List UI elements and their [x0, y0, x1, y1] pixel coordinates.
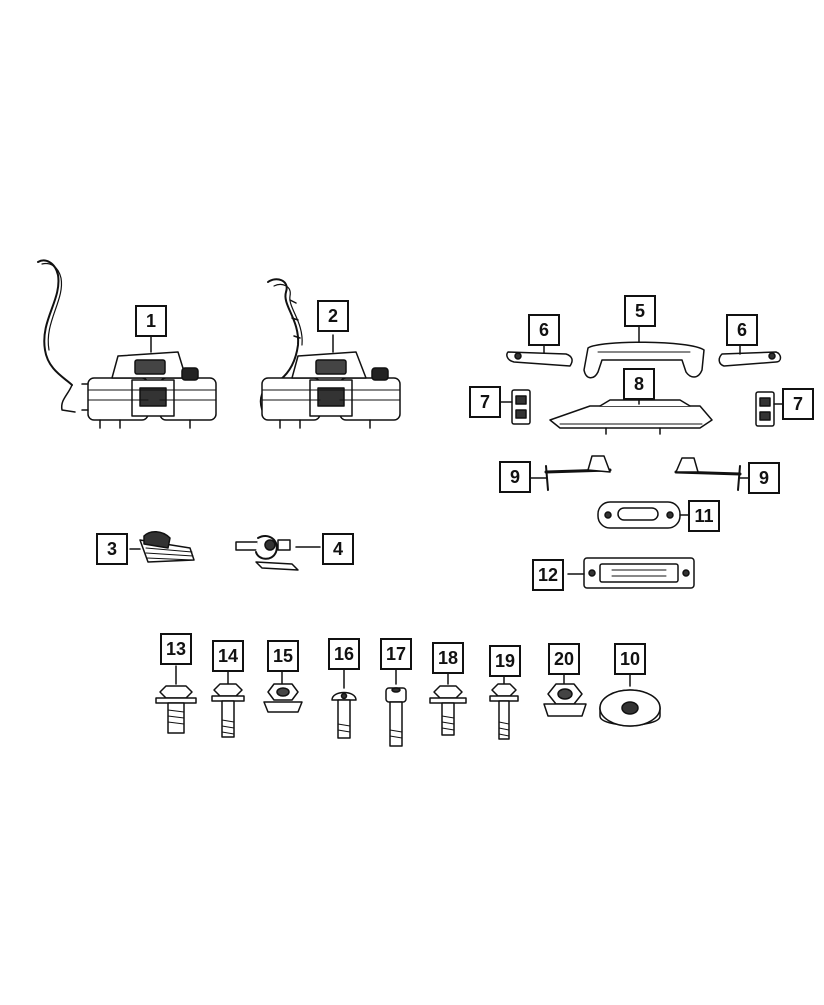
bolt-19: [489, 673, 519, 740]
winch-hook-4: [235, 534, 321, 571]
bolt-18: [429, 669, 467, 736]
fairlead-11: [597, 501, 689, 529]
callout-18: 18: [432, 642, 464, 674]
bolt-14: [211, 669, 245, 738]
callout-1: 1: [135, 305, 167, 337]
callout-7-left: 7: [469, 386, 501, 418]
callout-13: 13: [160, 633, 192, 665]
callout-2: 2: [317, 300, 349, 332]
callout-14: 14: [212, 640, 244, 672]
callout-6-right: 6: [726, 314, 758, 346]
callout-16: 16: [328, 638, 360, 670]
bracket-left-6: [506, 344, 573, 367]
callout-17: 17: [380, 638, 412, 670]
flange-bolt-13: [155, 665, 197, 734]
license-plate-bracket-12: [567, 557, 695, 589]
callout-8: 8: [623, 368, 655, 400]
callout-9-left: 9: [499, 461, 531, 493]
winch-assembly-1: [37, 259, 217, 429]
callout-3: 3: [96, 533, 128, 565]
fairlead-housing-5: [583, 325, 705, 379]
callout-10: 10: [614, 643, 646, 675]
callout-4: 4: [322, 533, 354, 565]
screw-16: [331, 669, 357, 739]
callout-7-right: 7: [782, 388, 814, 420]
callout-5: 5: [624, 295, 656, 327]
tow-strap-3: [129, 531, 195, 563]
flange-nut-20: [543, 671, 587, 717]
side-mount-left-7: [499, 389, 531, 425]
mount-rod-left-9: [529, 455, 612, 491]
bracket-right-6: [718, 344, 782, 367]
socket-bolt-17: [385, 667, 407, 747]
side-mount-right-7: [755, 391, 783, 427]
callout-6-left: 6: [528, 314, 560, 346]
winch-assembly-2: [259, 278, 401, 429]
callout-15: 15: [267, 640, 299, 672]
flange-nut-15: [263, 669, 303, 713]
mount-rod-right-9: [674, 457, 749, 491]
callout-9-right: 9: [748, 462, 780, 494]
callout-20: 20: [548, 643, 580, 675]
callout-11: 11: [688, 500, 720, 532]
callout-19: 19: [489, 645, 521, 677]
mounting-plate-8: [549, 397, 713, 435]
washer-10: [599, 671, 661, 727]
callout-12: 12: [532, 559, 564, 591]
